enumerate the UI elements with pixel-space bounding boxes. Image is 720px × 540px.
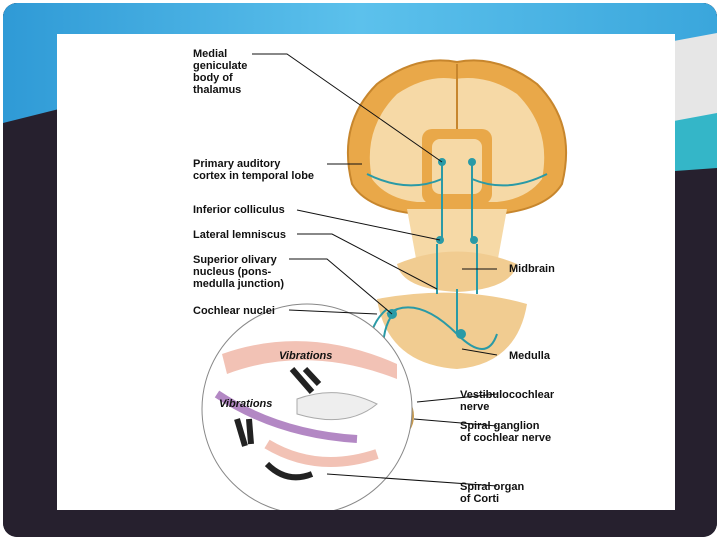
midbrain-label: Midbrain xyxy=(509,263,555,275)
spiral-ganglion-label: Spiral ganglion of cochlear nerve xyxy=(460,420,552,444)
slide-frame: Medial geniculate body of thalamus Prima… xyxy=(3,3,717,537)
auditory-pathway-diagram xyxy=(201,53,568,510)
vestibulocochlear-nerve-label: Vestibulocochlear nerve xyxy=(460,389,555,413)
medulla-label: Medulla xyxy=(509,350,550,362)
vibrations-label-lower: Vibrations xyxy=(219,398,273,410)
cochlear-nuclei-label: Cochlear nuclei xyxy=(193,305,275,317)
cochlea-inset xyxy=(201,303,413,510)
leader-lines xyxy=(252,53,498,487)
superior-olivary-label: Superior olivary nucleus (pons- medulla … xyxy=(193,254,285,290)
brainstem xyxy=(377,209,527,369)
vibrations-label-upper: Vibrations xyxy=(279,350,333,362)
spiral-organ-label: Spiral organ of Corti xyxy=(460,481,525,505)
inferior-colliculus-label: Inferior colliculus xyxy=(193,204,285,216)
diagram-panel: Medial geniculate body of thalamus Prima… xyxy=(57,34,675,510)
medial-geniculate-label: Medial geniculate body of thalamus xyxy=(193,48,248,96)
lateral-lemniscus-label: Lateral lemniscus xyxy=(193,229,286,241)
pathway-nuclei xyxy=(387,158,478,339)
cerebrum-section xyxy=(346,59,568,215)
primary-auditory-cortex-label: Primary auditory cortex in temporal lobe xyxy=(193,158,315,182)
